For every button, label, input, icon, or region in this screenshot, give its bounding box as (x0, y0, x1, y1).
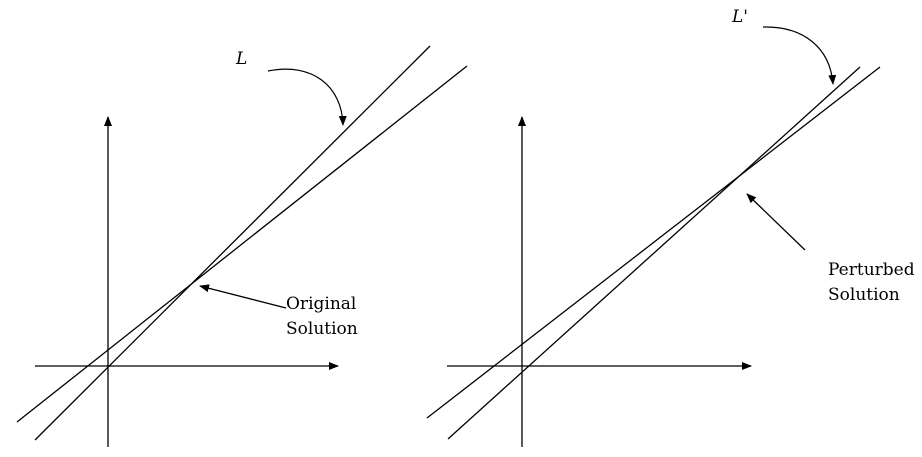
right-steep-line (447, 66, 861, 440)
right-shallow-line (426, 66, 881, 419)
left-annotation-line1: Original (286, 294, 356, 314)
left-solution-arrow (199, 284, 287, 309)
right-annotation-line2: Solution (828, 285, 900, 305)
right-panel: L' Perturbed Solution (426, 7, 915, 447)
right-solution-arrow (746, 193, 806, 251)
left-panel: L Original Solution (16, 45, 468, 447)
right-annotation-line1: Perturbed (828, 260, 915, 280)
left-annotation-line2: Solution (286, 319, 358, 339)
left-shallow-line (16, 65, 468, 423)
right-line-label: L' (731, 7, 748, 27)
right-line-label-arrow (762, 26, 837, 85)
left-steep-line (34, 45, 431, 441)
left-line-label-arrow (267, 68, 347, 126)
left-line-label: L (235, 49, 247, 69)
